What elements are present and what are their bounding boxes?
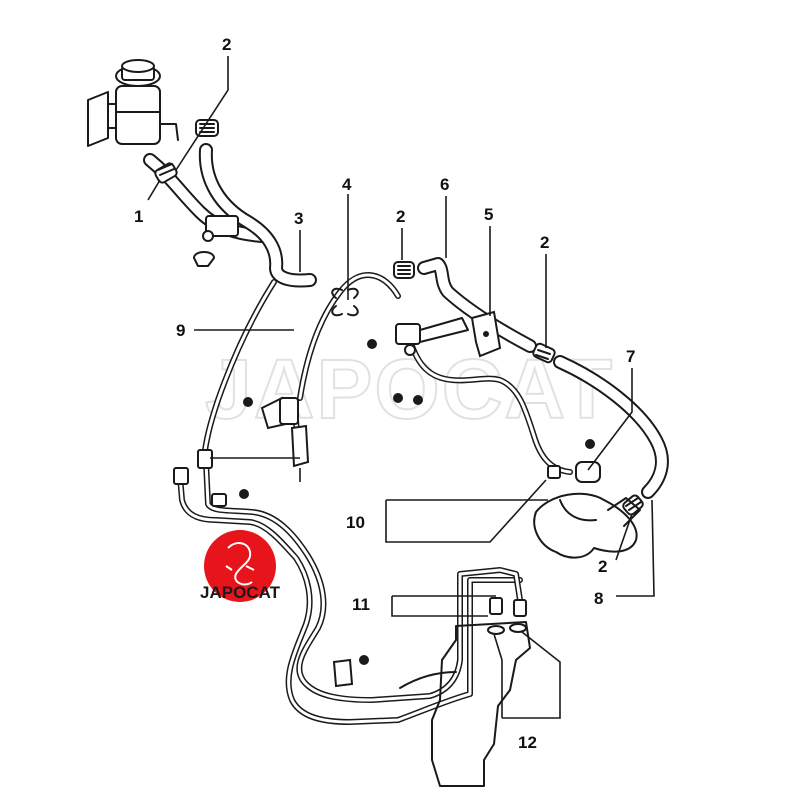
clip-4 <box>331 287 359 317</box>
pressure-switch <box>395 317 469 356</box>
logo-circle <box>204 530 276 602</box>
logo-text: JAPOCAT <box>200 583 281 602</box>
bracket-mid <box>260 396 310 468</box>
fittings-11 <box>489 597 527 617</box>
bracket-upper <box>193 215 239 267</box>
callout-12: 12 <box>518 733 537 752</box>
hose-clamp-center <box>393 261 415 279</box>
hose-6 <box>417 257 537 353</box>
callout-4: 4 <box>342 175 352 194</box>
hose-8 <box>553 355 669 499</box>
pipe-run-lower <box>177 459 523 725</box>
power-steering-pump <box>533 492 641 559</box>
logo-emblem <box>225 542 255 586</box>
callout-2-lower: 2 <box>598 557 607 576</box>
callout-labels: 2 1 3 4 2 6 5 2 7 9 10 2 8 11 12 <box>134 35 635 752</box>
callout-7: 7 <box>626 347 635 366</box>
japocat-logo: JAPOCAT <box>200 530 281 602</box>
callout-9: 9 <box>176 321 185 340</box>
fittings-left <box>173 449 227 507</box>
return-pipe-10 <box>407 337 573 475</box>
callout-11: 11 <box>352 595 370 614</box>
bolts <box>239 339 595 665</box>
callout-10: 10 <box>346 513 365 532</box>
callout-2-right: 2 <box>540 233 549 252</box>
callout-6: 6 <box>440 175 449 194</box>
hose-clamp-1 <box>154 162 178 184</box>
o-rings-12 <box>487 623 527 635</box>
callout-2-top: 2 <box>222 35 231 54</box>
callout-8: 8 <box>594 589 603 608</box>
leader-lines <box>147 56 655 719</box>
callout-1: 1 <box>134 207 143 226</box>
bracket-lower <box>332 658 354 688</box>
fluid-reservoir <box>87 59 179 147</box>
callout-2-center: 2 <box>396 207 405 226</box>
fitting-7 <box>547 461 601 483</box>
hose-clamp-right <box>532 342 556 364</box>
callout-5: 5 <box>484 205 493 224</box>
steering-gear <box>399 621 531 787</box>
supply-hose-3 <box>198 143 317 288</box>
callout-3: 3 <box>294 209 303 228</box>
